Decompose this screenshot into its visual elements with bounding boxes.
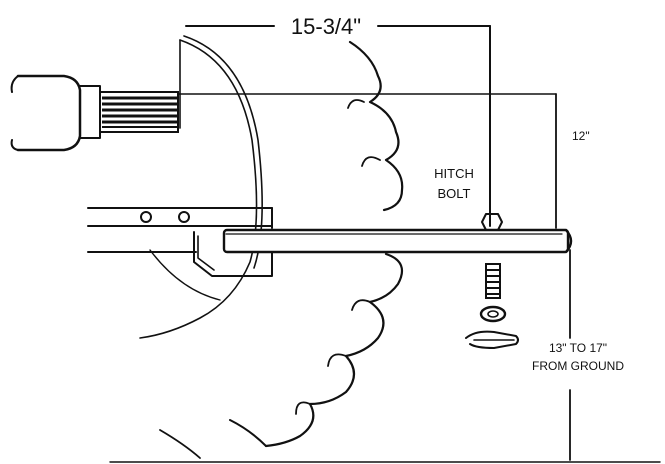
tire-tread	[159, 40, 404, 459]
hitch-bolt-label-line2: BOLT	[438, 186, 471, 201]
hitch-bolt-head	[481, 213, 503, 231]
dimension-12-label: 12"	[572, 129, 590, 143]
ground-height-label-line2: FROM GROUND	[532, 359, 624, 373]
pto-housing	[10, 74, 101, 152]
dimension-15-3-4-label: 15-3/4"	[291, 14, 361, 39]
pto-shaft	[99, 91, 179, 133]
drawbar[interactable]	[222, 228, 573, 254]
hitch-bolt-parts	[465, 263, 519, 349]
drawbar-frame	[87, 207, 273, 253]
dimension-ground-height: 13" TO 17" FROM GROUND	[532, 249, 624, 461]
dimension-15-3-4: 15-3/4"	[185, 14, 491, 227]
tractor-wheel	[139, 35, 263, 339]
ground-height-label-line1: 13" TO 17"	[549, 341, 607, 355]
dimension-12: 12"	[555, 93, 590, 229]
hitch-bolt-label-line1: HITCH	[434, 166, 474, 181]
